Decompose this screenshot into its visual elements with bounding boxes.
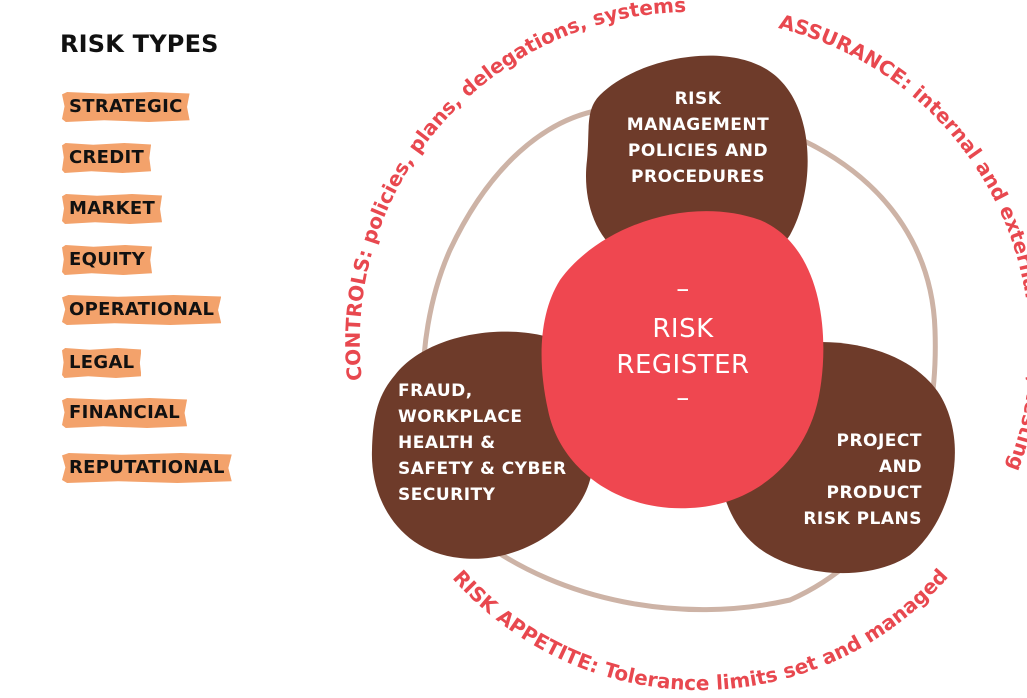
top-blob-line-2: MANAGEMENT bbox=[627, 115, 769, 135]
center-label-risk: RISK bbox=[652, 314, 714, 344]
risk-type-legal: LEGAL bbox=[62, 348, 142, 378]
center-dash-top: – bbox=[676, 274, 690, 304]
right-blob-line-4: RISK PLANS bbox=[803, 509, 922, 529]
left-blob bbox=[371, 331, 599, 559]
risk-types-title: RISK TYPES bbox=[60, 30, 219, 58]
left-blob-line-1: FRAUD, bbox=[398, 381, 473, 401]
top-blob-line-1: RISK bbox=[675, 89, 722, 109]
right-blob-line-1: PROJECT bbox=[836, 431, 922, 451]
left-blob-line-3: HEALTH & bbox=[398, 433, 496, 453]
risk-type-credit: CREDIT bbox=[62, 143, 152, 173]
center-blob bbox=[541, 211, 824, 509]
risk-type-financial: FINANCIAL bbox=[62, 398, 188, 428]
risk-type-strategic: STRATEGIC bbox=[62, 92, 190, 122]
left-blob-line-4: SAFETY & CYBER bbox=[398, 459, 567, 479]
risk-type-equity: EQUITY bbox=[62, 245, 153, 275]
risk-type-market: MARKET bbox=[62, 194, 163, 224]
right-blob-line-3: PRODUCT bbox=[827, 483, 923, 503]
top-blob-line-3: POLICIES AND bbox=[628, 141, 768, 161]
right-blob-line-2: AND bbox=[879, 457, 922, 477]
left-blob-line-5: SECURITY bbox=[398, 485, 496, 505]
center-label-register: REGISTER bbox=[616, 350, 749, 380]
risk-type-operational: OPERATIONAL bbox=[62, 295, 222, 325]
center-dash-bottom: – bbox=[676, 383, 690, 413]
top-blob-line-4: PROCEDURES bbox=[631, 167, 765, 187]
risk-appetite-arc-textpath: RISK APPETITE: Tolerance limits set and … bbox=[448, 564, 952, 695]
outer-ring bbox=[420, 104, 938, 613]
risk-appetite-arc-label: RISK APPETITE: Tolerance limits set and … bbox=[448, 564, 952, 695]
risk-type-reputational: REPUTATIONAL bbox=[62, 453, 232, 483]
left-blob-line-2: WORKPLACE bbox=[398, 407, 523, 427]
